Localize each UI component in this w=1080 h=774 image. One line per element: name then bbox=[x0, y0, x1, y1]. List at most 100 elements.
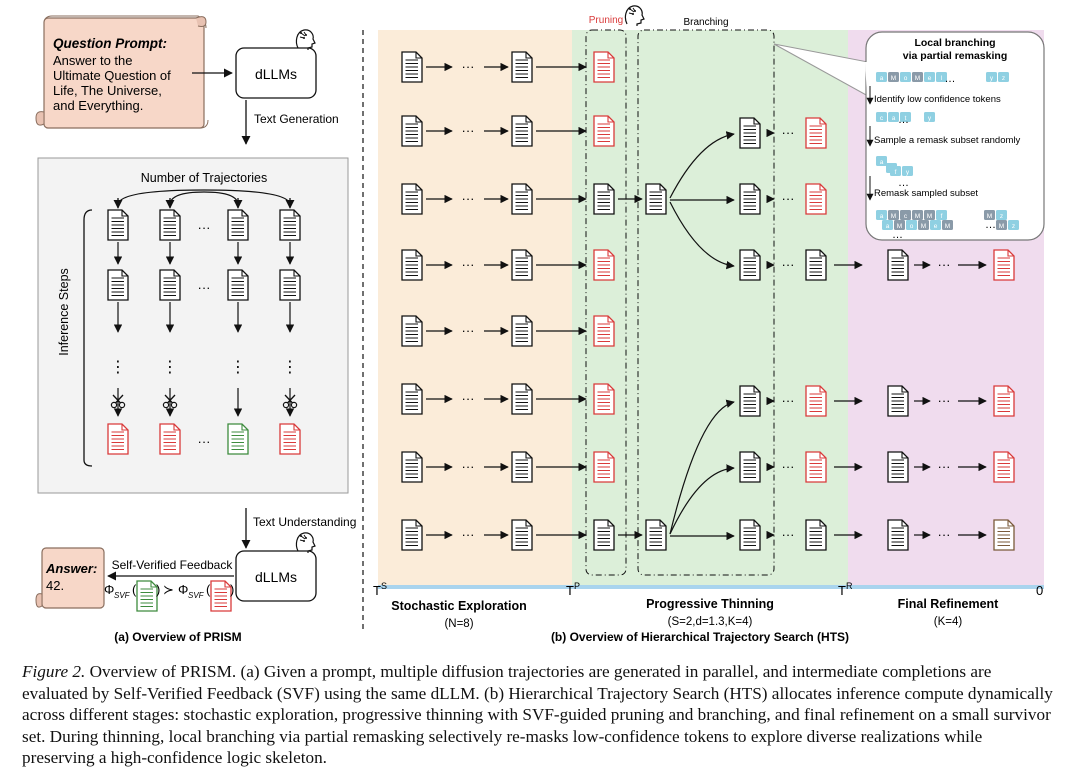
final-doc bbox=[107, 423, 129, 455]
refine-doc bbox=[887, 451, 909, 483]
callout-step-2: Sample a remask subset randomly bbox=[874, 135, 1021, 146]
svg-text:): ) bbox=[230, 582, 234, 597]
ellipsis: ··· bbox=[462, 59, 475, 74]
ellipsis: ··· bbox=[198, 220, 211, 235]
step-doc bbox=[159, 209, 181, 241]
svg-text:a: a bbox=[880, 75, 884, 82]
pruning-label: Pruning bbox=[589, 15, 623, 26]
token-chip: M bbox=[984, 210, 995, 220]
token-chip: c bbox=[876, 112, 887, 122]
dllm-bottom-label: dLLMs bbox=[255, 569, 297, 585]
ellipsis: ··· bbox=[938, 527, 951, 542]
svg-text:via partial remasking: via partial remasking bbox=[903, 50, 1007, 62]
question-line-4: and Everything. bbox=[53, 98, 143, 113]
pruned-doc bbox=[593, 383, 615, 415]
step-doc bbox=[107, 269, 129, 301]
num-trajectories-label: Number of Trajectories bbox=[141, 171, 267, 185]
dllm-top-label: dLLMs bbox=[255, 66, 297, 82]
thinning-end-doc bbox=[805, 249, 827, 281]
thinning-doc bbox=[739, 519, 761, 551]
survivor-doc bbox=[593, 183, 615, 215]
svg-text:y: y bbox=[928, 115, 932, 122]
brain-head-icon bbox=[295, 29, 316, 51]
svg-text:o: o bbox=[904, 75, 908, 82]
svg-text:…: … bbox=[985, 219, 996, 231]
question-prompt-scroll: Question Prompt: Answer to the Ultimate … bbox=[35, 15, 209, 129]
question-line-1: Answer to the bbox=[53, 53, 133, 68]
refine-doc bbox=[887, 249, 909, 281]
text-generation-label: Text Generation bbox=[254, 112, 339, 126]
svg-text:SVF: SVF bbox=[114, 591, 131, 600]
token-chip: a bbox=[882, 220, 893, 230]
text-understanding-label: Text Understanding bbox=[253, 515, 356, 529]
branch-doc bbox=[645, 183, 667, 215]
explore-doc bbox=[511, 115, 533, 147]
final-output-doc bbox=[993, 451, 1015, 483]
caption-b: (b) Overview of Hierarchical Trajectory … bbox=[551, 630, 849, 644]
answer-title: Answer: bbox=[45, 561, 97, 576]
stage2-title: Progressive Thinning bbox=[646, 597, 774, 611]
svg-text:M: M bbox=[987, 213, 992, 220]
step-doc bbox=[159, 269, 181, 301]
ellipsis: ··· bbox=[462, 123, 475, 138]
stage1-param: (N=8) bbox=[444, 618, 473, 630]
explore-doc bbox=[401, 183, 423, 215]
ellipsis: ··· bbox=[462, 459, 475, 474]
explore-doc bbox=[401, 315, 423, 347]
thinning-doc bbox=[739, 385, 761, 417]
svg-text:l: l bbox=[941, 75, 943, 82]
question-title: Question Prompt: bbox=[53, 36, 167, 51]
vertical-ellipsis: ⋮ bbox=[162, 359, 178, 376]
step-doc bbox=[279, 269, 301, 301]
token-chip: e bbox=[930, 220, 941, 230]
svg-text:…: … bbox=[945, 73, 956, 85]
svg-text:Local branching: Local branching bbox=[914, 37, 995, 49]
vertical-ellipsis: ⋮ bbox=[230, 359, 246, 376]
svg-text:M: M bbox=[891, 213, 896, 220]
svg-text:a: a bbox=[892, 115, 896, 122]
svg-text:M: M bbox=[915, 75, 920, 82]
thinning-end-doc bbox=[805, 183, 827, 215]
thinning-doc bbox=[739, 249, 761, 281]
svg-text:a: a bbox=[880, 159, 884, 166]
svg-text:y: y bbox=[990, 75, 994, 82]
inference-steps-label: Inference Steps bbox=[57, 268, 71, 356]
ellipsis: ··· bbox=[782, 459, 795, 474]
token-chip: y bbox=[902, 166, 913, 176]
svg-text:t: t bbox=[905, 115, 907, 122]
step-doc bbox=[107, 209, 129, 241]
refine-doc bbox=[887, 519, 909, 551]
svg-text:(: ( bbox=[132, 582, 137, 597]
token-chip: M bbox=[942, 220, 953, 230]
thinning-end-doc bbox=[805, 519, 827, 551]
ellipsis: ··· bbox=[782, 257, 795, 272]
token-chip: y bbox=[924, 112, 935, 122]
svg-text:z: z bbox=[1000, 213, 1003, 220]
stage2-param: (S=2,d=1.3,K=4) bbox=[668, 616, 753, 628]
svg-text:M: M bbox=[891, 75, 896, 82]
svf-label: Self-Verified Feedback bbox=[112, 558, 234, 572]
question-line-3: Life, The Universe, bbox=[53, 83, 162, 98]
ellipsis: ··· bbox=[938, 393, 951, 408]
svg-text:M: M bbox=[927, 213, 932, 220]
answer-scroll: Answer: 42. bbox=[35, 547, 105, 609]
svg-text:e: e bbox=[928, 75, 932, 82]
ellipsis: ··· bbox=[198, 280, 211, 295]
caption-a: (a) Overview of PRISM bbox=[114, 630, 241, 644]
caption-label: Figure 2. bbox=[22, 662, 86, 681]
token-chip: o bbox=[900, 72, 911, 82]
stage1-title: Stochastic Exploration bbox=[391, 599, 526, 613]
svg-text:o: o bbox=[910, 223, 914, 230]
svg-text:TS: TS bbox=[373, 581, 387, 598]
vertical-ellipsis: ⋮ bbox=[282, 359, 298, 376]
survivor-doc bbox=[593, 519, 615, 551]
ellipsis: ··· bbox=[782, 191, 795, 206]
dllm-top-box: dLLMs bbox=[235, 47, 317, 99]
token-chip: f bbox=[936, 210, 947, 220]
token-chip: a bbox=[876, 210, 887, 220]
token-chip: l bbox=[936, 72, 947, 82]
figure-caption: Figure 2. Overview of PRISM. (a) Given a… bbox=[22, 661, 1056, 769]
explore-doc bbox=[511, 249, 533, 281]
token-chip: a bbox=[876, 156, 887, 166]
